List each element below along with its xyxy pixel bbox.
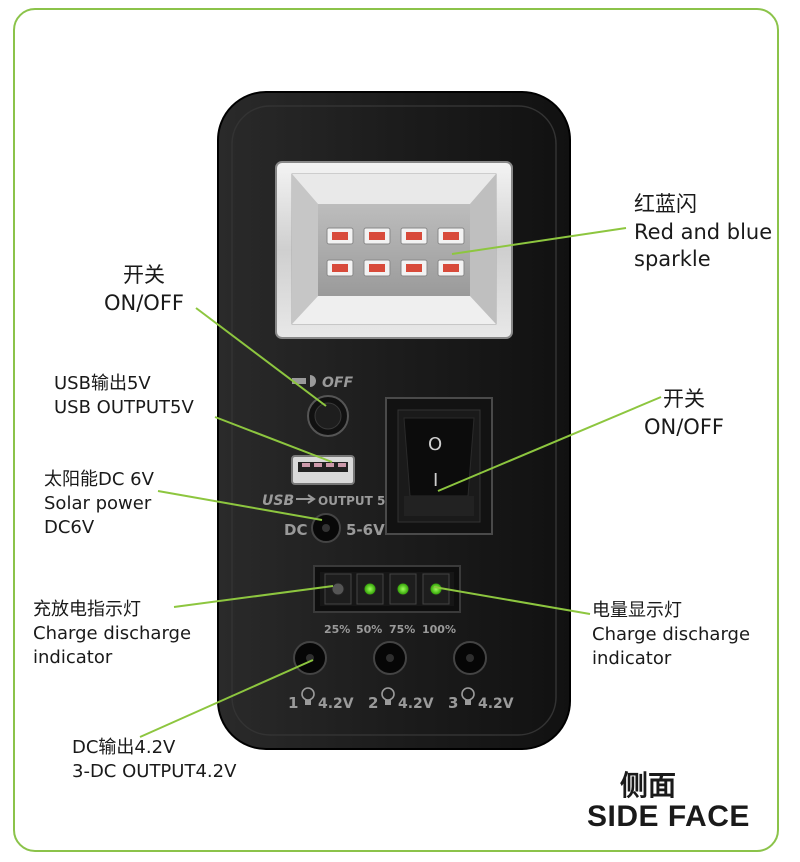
label-sparkle-cn: 红蓝闪 bbox=[634, 192, 697, 216]
output-number: 1 bbox=[288, 694, 298, 712]
leader-line bbox=[433, 586, 591, 615]
level-label: 75% bbox=[389, 623, 415, 636]
level-label: 50% bbox=[356, 623, 382, 636]
indicator-leds bbox=[324, 573, 450, 605]
bulb-icon bbox=[301, 687, 315, 705]
output-voltage: 4.2V bbox=[318, 696, 354, 712]
label-switch-left: 开关 ON/OFF bbox=[96, 262, 192, 317]
label-dc-out-en: 3-DC OUTPUT4.2V bbox=[72, 760, 237, 782]
output-number: 3 bbox=[448, 694, 458, 712]
label-charge-left-cn: 充放电指示灯 bbox=[33, 599, 141, 620]
level-label: 100% bbox=[422, 623, 456, 636]
indicator-led bbox=[324, 573, 352, 605]
indicator-led bbox=[389, 573, 417, 605]
led-chip bbox=[326, 227, 354, 245]
rocker-switch bbox=[385, 397, 493, 535]
label-switch-right-en: ON/OFF bbox=[643, 414, 724, 439]
label-switch-right-cn: 开关 bbox=[663, 387, 705, 411]
bulb-icon bbox=[381, 687, 395, 705]
rounded-frame bbox=[13, 8, 779, 852]
red-blue-led-array bbox=[326, 227, 465, 277]
dc-silk-label: DC bbox=[284, 521, 307, 539]
label-sparkle-en1: Red and blue bbox=[634, 219, 773, 244]
switch-on-symbol: O bbox=[428, 434, 442, 455]
led-chip bbox=[437, 259, 465, 277]
label-charge-left-en1: Charge discharge bbox=[33, 622, 192, 644]
label-sparkle-en2: sparkle bbox=[634, 247, 711, 272]
output-voltage: 4.2V bbox=[398, 696, 434, 712]
title-cn: 侧面 bbox=[620, 769, 677, 802]
title-en: SIDE FACE bbox=[587, 800, 750, 833]
label-charge-left-en2: indicator bbox=[33, 646, 113, 668]
led-chip bbox=[437, 227, 465, 245]
leader-line bbox=[437, 396, 662, 492]
usb-port bbox=[291, 455, 355, 485]
dc-input-jack bbox=[311, 513, 341, 543]
switch-off-symbol: I bbox=[433, 470, 438, 491]
label-dc-out: DC输出4.2V 3-DC OUTPUT4.2V bbox=[72, 736, 236, 784]
leader-line bbox=[451, 227, 627, 255]
bulb-icon bbox=[461, 687, 475, 705]
off-mark: OFF bbox=[292, 375, 353, 391]
label-usb-cn: USB输出5V bbox=[54, 373, 151, 394]
led-chip bbox=[363, 227, 391, 245]
leader-lines bbox=[139, 227, 662, 738]
dc-output-jack: 2 4.2V bbox=[368, 641, 434, 712]
label-usb: USB输出5V USB OUTPUT5V bbox=[54, 372, 194, 420]
label-switch-right: 开关 ON/OFF bbox=[636, 386, 732, 441]
power-button bbox=[307, 395, 349, 437]
label-solar-en2: DC6V bbox=[44, 516, 95, 538]
leader-line bbox=[173, 585, 334, 608]
dc-output-jack: 3 4.2V bbox=[448, 641, 514, 712]
label-solar-cn: 太阳能DC 6V bbox=[44, 469, 154, 490]
label-charge-right-en2: indicator bbox=[592, 647, 672, 669]
output-voltage: 4.2V bbox=[478, 696, 514, 712]
label-charge-right-cn: 电量显示灯 bbox=[592, 600, 682, 621]
leader-line bbox=[157, 490, 323, 521]
label-sparkle: 红蓝闪 Red and blue sparkle bbox=[634, 191, 772, 274]
usb-silk-text: USB bbox=[262, 493, 294, 509]
level-labels: 25% 50% 75% 100% bbox=[324, 623, 456, 636]
leader-line bbox=[139, 659, 314, 738]
leader-line bbox=[195, 307, 327, 407]
led-chip bbox=[400, 259, 428, 277]
dc-output-jacks: 1 4.2V 2 4.2V 3 4.2V bbox=[288, 641, 514, 712]
dc-range-silk: 5-6V bbox=[346, 521, 385, 539]
label-charge-left: 充放电指示灯 Charge discharge indicator bbox=[33, 598, 191, 669]
label-switch-left-en: ON/OFF bbox=[103, 290, 184, 315]
label-charge-right-en1: Charge discharge bbox=[592, 623, 751, 645]
label-solar-en1: Solar power bbox=[44, 492, 152, 514]
led-chip bbox=[400, 227, 428, 245]
led-chip bbox=[363, 259, 391, 277]
usb-arrow-icon bbox=[296, 494, 316, 504]
indicator-led bbox=[356, 573, 384, 605]
output-number: 2 bbox=[368, 694, 378, 712]
led-chip bbox=[326, 259, 354, 277]
leader-line bbox=[214, 416, 333, 463]
label-switch-left-cn: 开关 bbox=[123, 263, 165, 287]
label-usb-en: USB OUTPUT5V bbox=[54, 396, 194, 418]
usb-output-silk: OUTPUT 5V bbox=[318, 494, 395, 508]
off-mark-text: OFF bbox=[322, 375, 353, 391]
label-charge-right: 电量显示灯 Charge discharge indicator bbox=[592, 599, 750, 670]
label-dc-out-cn: DC输出4.2V bbox=[72, 737, 176, 758]
dc-output-jack: 1 4.2V bbox=[288, 641, 354, 712]
label-solar: 太阳能DC 6V Solar power DC6V bbox=[44, 468, 154, 539]
level-label: 25% bbox=[324, 623, 350, 636]
led-lamp-window bbox=[275, 161, 513, 339]
